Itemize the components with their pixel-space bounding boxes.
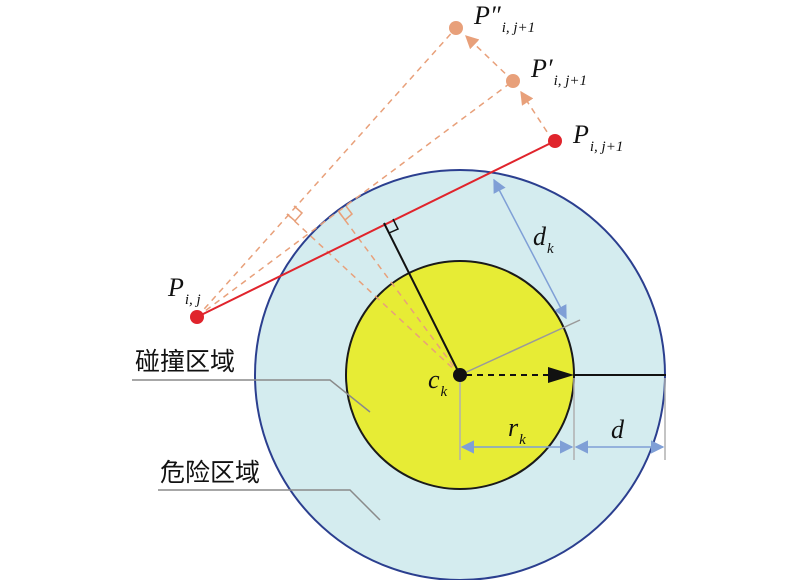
orange-right-angle-2 <box>338 205 354 222</box>
point-p-ij1 <box>548 134 562 148</box>
label-collision-region: 碰撞区域 <box>135 347 235 376</box>
danger-region-leader <box>158 489 381 521</box>
inner-radius-arrowhead <box>548 367 574 383</box>
black-right-angle <box>388 218 400 234</box>
point-p-ij <box>190 310 204 324</box>
orange-arrow-pprime-to-pdprime <box>465 35 514 82</box>
point-center-ck <box>453 368 467 382</box>
orange-perp-to-pprime <box>338 211 461 376</box>
collision-region-leader <box>132 379 371 413</box>
label-d: d <box>611 415 625 444</box>
label-p-prime: P′i, j+1 <box>530 54 587 89</box>
point-p-prime <box>506 74 520 88</box>
label-danger-region: 危险区域 <box>160 458 260 487</box>
label-p-ij: Pi, j <box>167 273 201 308</box>
orange-right-angle-1 <box>286 205 304 223</box>
label-p-ij1: Pi, j+1 <box>572 120 623 155</box>
guide-line-diagonal <box>459 319 581 376</box>
label-rk: rk <box>508 413 526 448</box>
point-p-dprime <box>449 21 463 35</box>
label-dk: dk <box>533 222 554 257</box>
orange-arrow-p1-to-pprime <box>520 90 554 142</box>
dk-dimension-arrow <box>493 178 567 320</box>
orange-dashed-p-pdprime <box>196 27 457 318</box>
red-path-segment <box>196 140 556 318</box>
label-ck: ck <box>428 365 448 400</box>
label-p-dprime: P″i, j+1 <box>473 1 535 36</box>
black-perpendicular <box>383 222 461 376</box>
